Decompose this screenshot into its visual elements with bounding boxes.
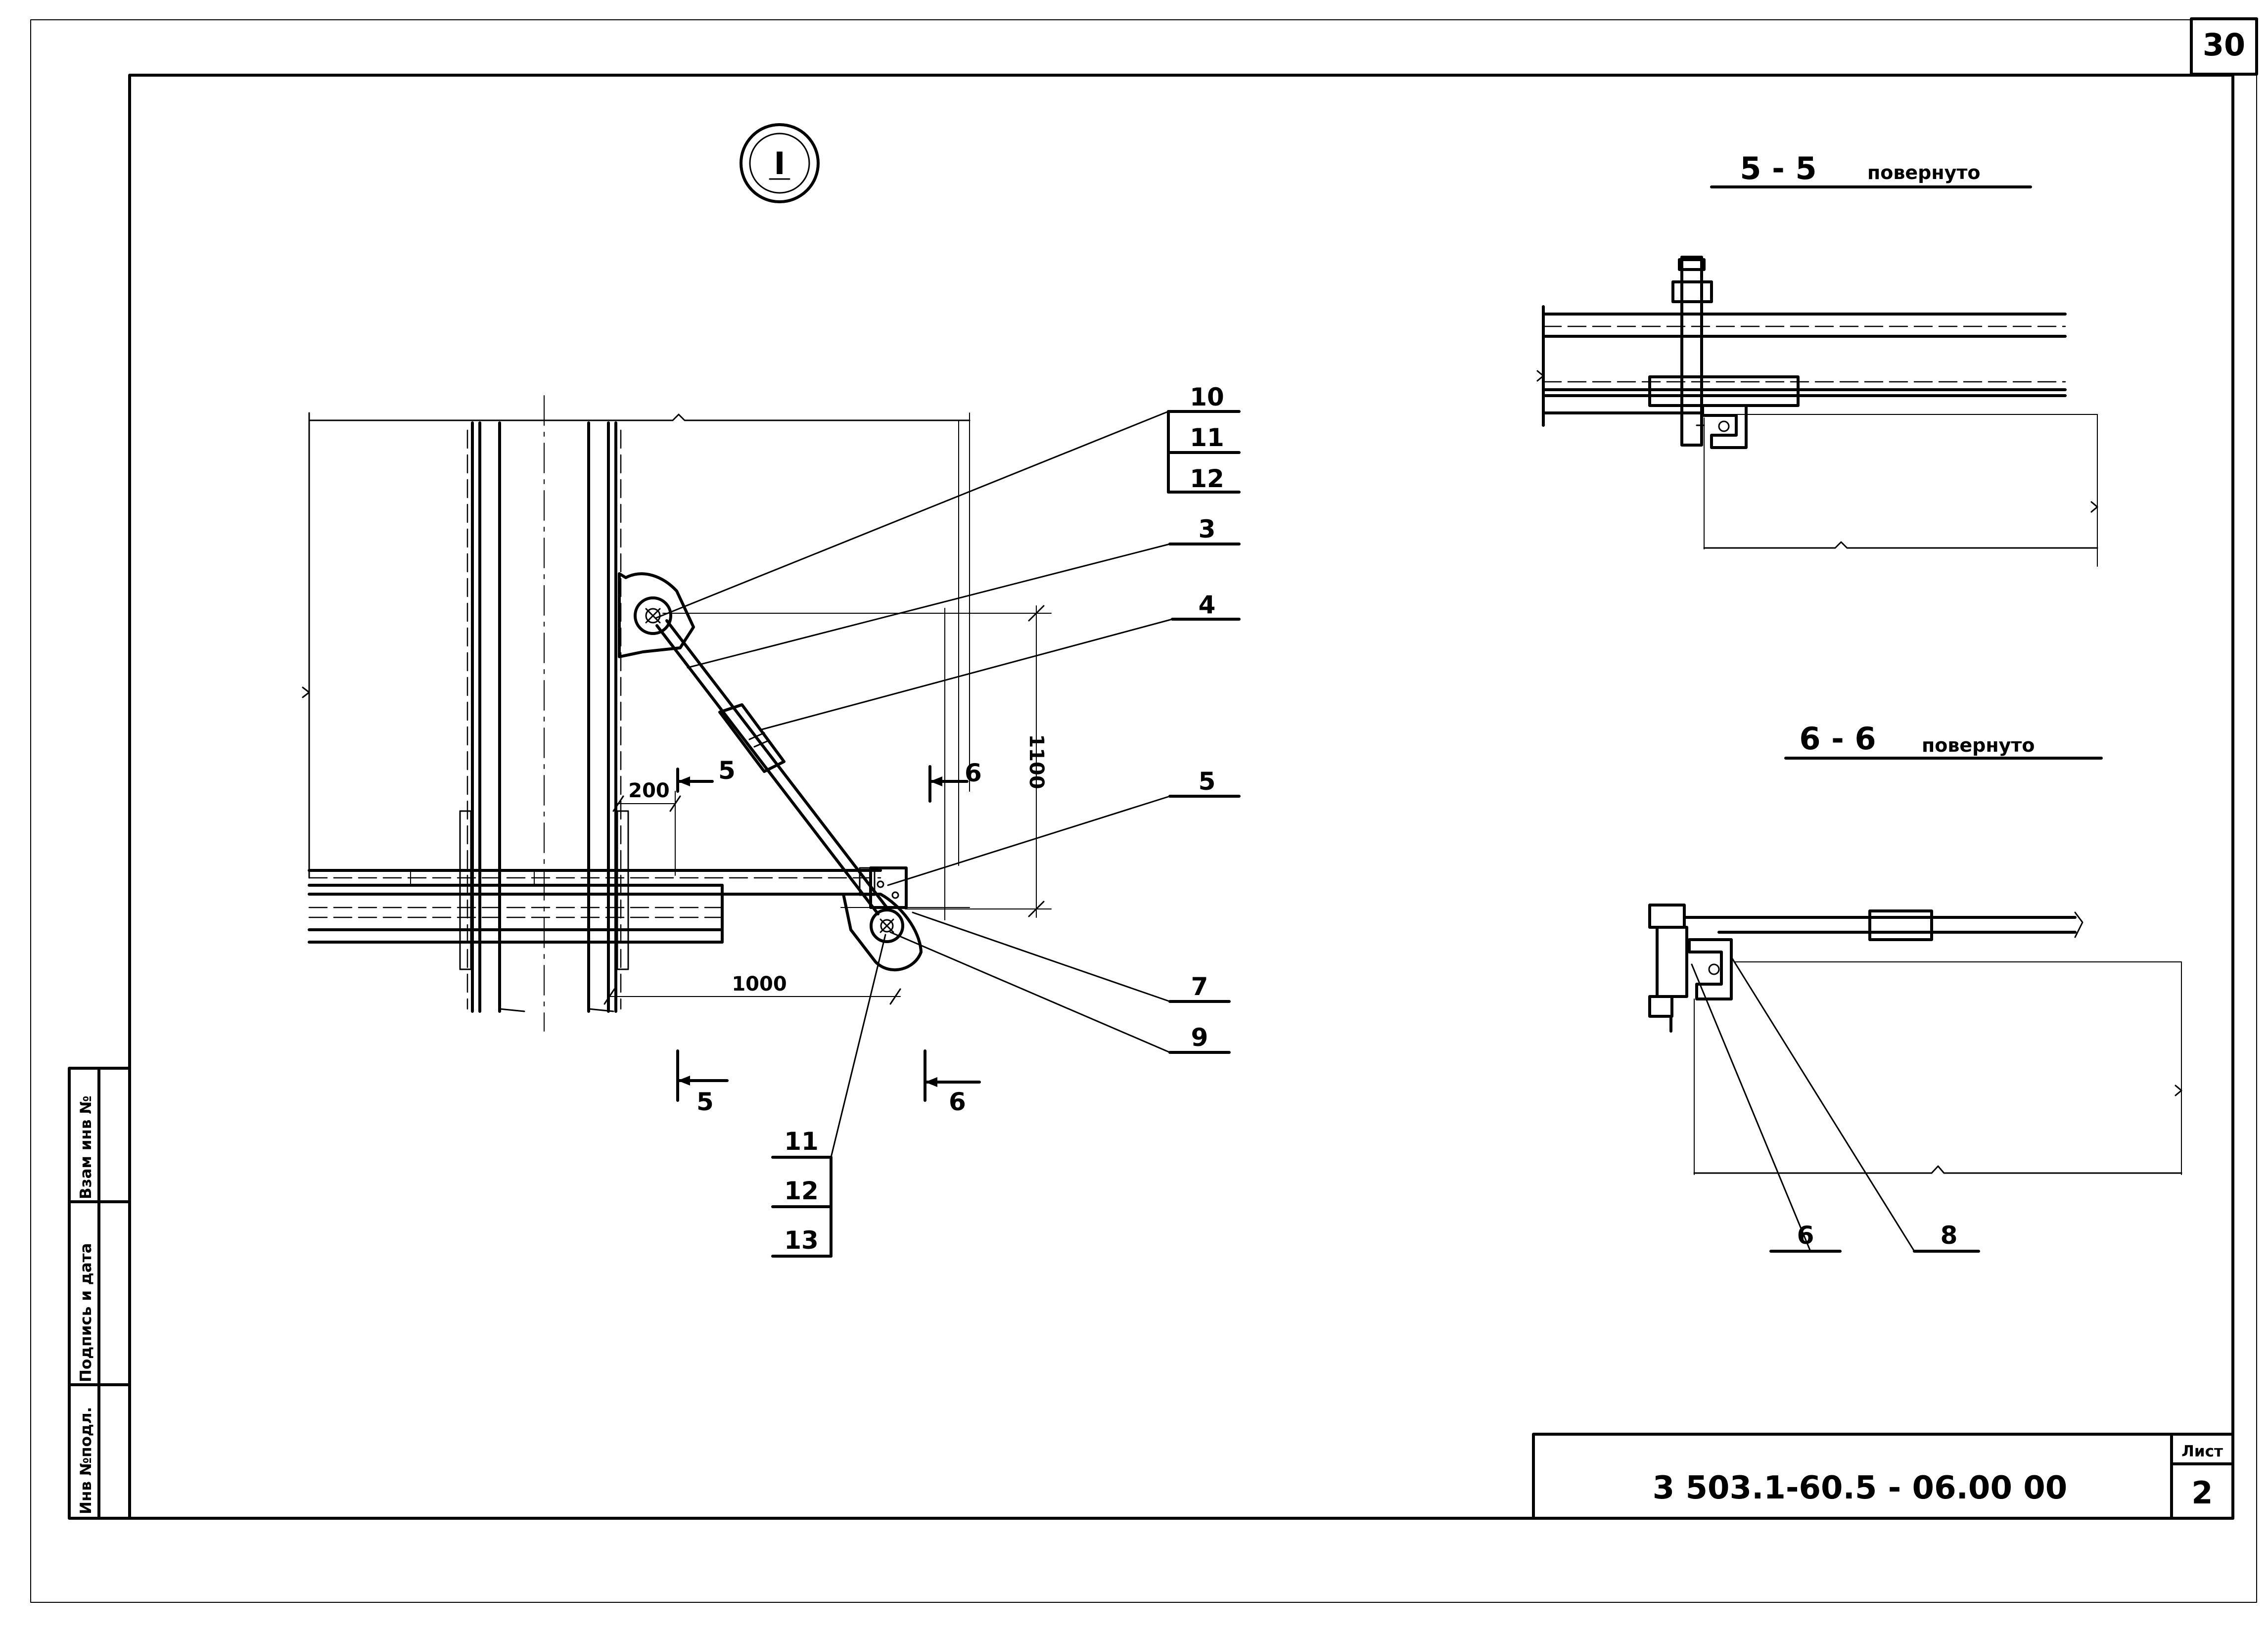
side-stamp-inv-original: Инв №подл. xyxy=(77,1407,95,1514)
wall-outline xyxy=(302,412,971,920)
section-mark-5-bottom-label: 5 xyxy=(696,1088,714,1116)
sheet-designation: 3 503.1-60.5 - 06.00 00 xyxy=(1653,1470,2068,1506)
view-marker-inner-circle xyxy=(749,133,810,194)
section-mark-6-top: 6 xyxy=(928,759,982,803)
tie-rod xyxy=(655,619,889,915)
sheet-frame: 30 xyxy=(30,17,2258,1603)
callout-11b-label: 11 xyxy=(784,1127,819,1156)
section-6-6-note: повернуто xyxy=(1922,734,2035,756)
top-gusset xyxy=(618,572,695,658)
callout-12b-label: 12 xyxy=(784,1177,819,1205)
callout-10-11-12: 10 11 12 xyxy=(654,383,1241,619)
dimension-1100: 1100 xyxy=(662,605,1052,918)
callout-10-label: 10 xyxy=(1190,383,1224,411)
callout-7-label: 7 xyxy=(1191,972,1208,1001)
callout-11-12-13: 11 12 13 xyxy=(771,934,886,1258)
section-mark-6-top-label: 6 xyxy=(965,759,982,787)
side-stamp-signature-date: Подпись и дата xyxy=(77,1243,95,1382)
side-stamp-replacement-inv: Взам инв № xyxy=(77,1095,95,1199)
callout-8-leader xyxy=(1730,956,1915,1252)
callout-11-label: 11 xyxy=(1190,423,1224,452)
section-6-6-title: 6 - 6 xyxy=(1799,721,1876,757)
page-number: 30 xyxy=(2203,27,2245,63)
callout-12-label: 12 xyxy=(1190,464,1224,493)
trim-line xyxy=(30,19,2257,1603)
page-number-box xyxy=(2190,17,2258,76)
drawing-border xyxy=(128,74,2234,1520)
column xyxy=(459,395,629,1032)
side-stamp: Инв №подл. Подпись и дата Взам инв № xyxy=(68,1067,131,1520)
callout-5-label: 5 xyxy=(1199,767,1216,796)
section-6-6: 6 - 6 повернуто 6 8 xyxy=(1648,721,2182,1253)
title-block: 3 503.1-60.5 - 06.00 00 Лист 2 xyxy=(1532,1433,2234,1520)
section-mark-5-top-label: 5 xyxy=(718,756,736,785)
callout-7: 7 xyxy=(912,911,1231,1003)
view-marker-label: I xyxy=(774,145,785,181)
callout-9: 9 xyxy=(889,931,1231,1054)
dimension-200-value: 200 xyxy=(628,779,670,802)
section-mark-6-bottom-label: 6 xyxy=(949,1088,966,1116)
detail-view-I: I xyxy=(302,123,1241,1258)
dimension-200: 200 xyxy=(612,779,681,876)
callout-8-label: 8 xyxy=(1941,1221,1958,1250)
callout-5: 5 xyxy=(887,767,1241,886)
view-marker-outer-circle xyxy=(740,123,820,203)
beam xyxy=(308,869,970,944)
dimension-1100-value: 1100 xyxy=(1025,734,1048,789)
section-5-5: 5 - 5 повернуто xyxy=(1536,150,2098,567)
section-mark-5-bottom: 5 xyxy=(676,1049,729,1116)
title-block-frame xyxy=(1532,1433,2234,1520)
callout-4-label: 4 xyxy=(1199,590,1216,619)
section-5-5-note: повернуто xyxy=(1867,162,1981,183)
turnbuckle xyxy=(718,703,786,773)
section-mark-6-bottom: 6 xyxy=(924,1049,981,1116)
callout-13-label: 13 xyxy=(784,1226,819,1255)
section-mark-5-top: 5 xyxy=(676,756,736,793)
callout-3: 3 xyxy=(687,515,1241,669)
callout-4: 4 xyxy=(761,590,1241,730)
callout-6-label: 6 xyxy=(1797,1221,1814,1250)
section-5-5-title: 5 - 5 xyxy=(1740,150,1816,186)
dimension-1000: 1000 xyxy=(603,973,901,1005)
sheet-number: 2 xyxy=(2191,1475,2213,1511)
callout-9-label: 9 xyxy=(1191,1023,1208,1052)
callout-3-label: 3 xyxy=(1199,515,1216,544)
dimension-1000-value: 1000 xyxy=(732,973,787,996)
sheet-label: Лист xyxy=(2181,1443,2223,1460)
callout-6-leader xyxy=(1691,963,1811,1252)
